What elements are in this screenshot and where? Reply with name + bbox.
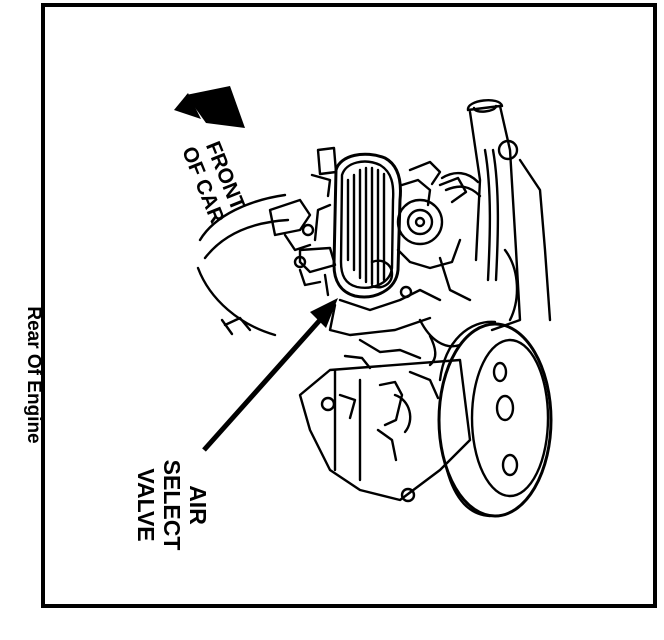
front-of-car-arrow xyxy=(174,86,245,128)
svg-text:SELECT: SELECT xyxy=(159,460,185,551)
valve-pointer-arrow xyxy=(202,298,338,452)
front-of-car-label: FRONT OF CAR xyxy=(177,138,249,226)
svg-text:VALVE: VALVE xyxy=(133,468,159,541)
border-frame xyxy=(41,3,657,608)
engine-illustration xyxy=(196,99,553,518)
air-select-valve-label: AIR SELECT VALVE xyxy=(133,460,211,551)
svg-text:AIR: AIR xyxy=(185,485,211,525)
rear-of-engine-label: Rear Of Engine xyxy=(23,306,44,443)
